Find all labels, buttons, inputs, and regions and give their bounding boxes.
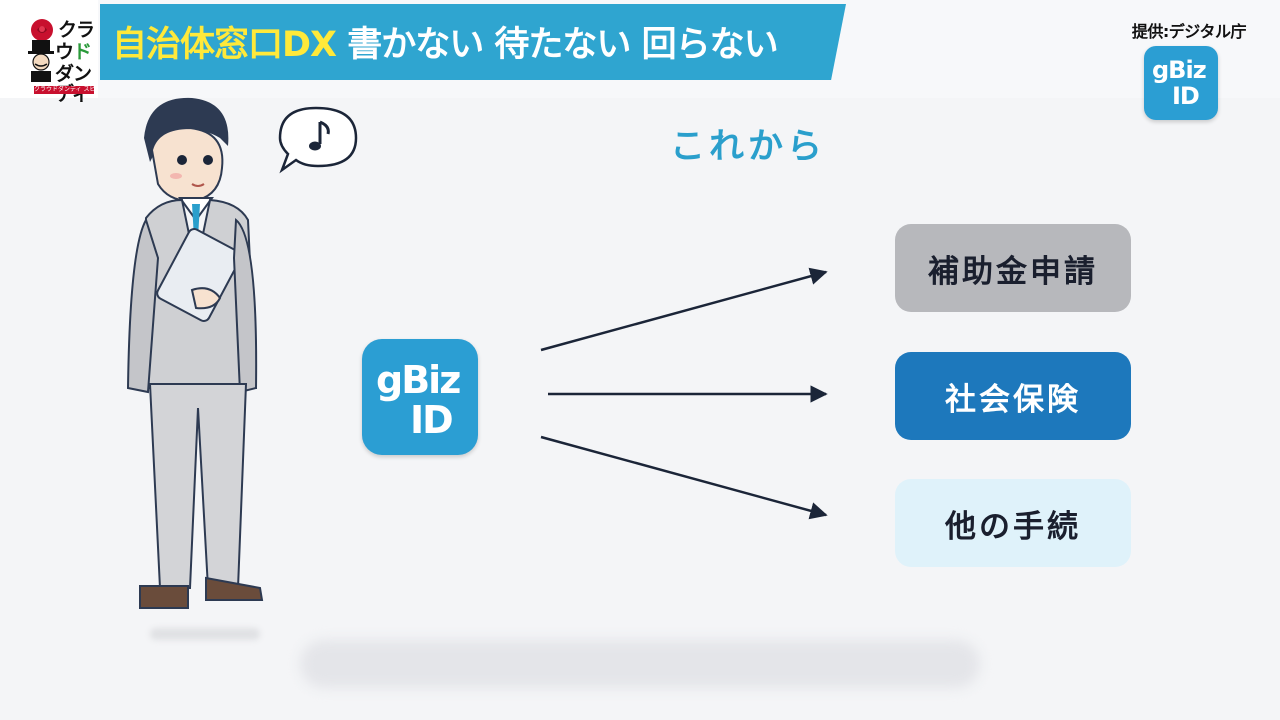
gbiz-id-app-icon: gBiz ID [362,339,478,455]
credit-text: 提供:デジタル庁 [1131,22,1247,41]
service-subsidy-application: 補助金申請 [895,224,1131,312]
logo-text-line2: ウド [55,41,92,63]
arrow-right-icon [540,267,828,352]
rose-icon [31,19,53,41]
title-banner [100,4,846,80]
businessman-illustration [126,97,264,609]
arrow-right-icon [540,435,828,520]
page-title: 自治体窓口DX 書かない 待たない 回らない [112,20,779,70]
speech-bubble [278,106,358,174]
gentleman-icon [28,40,54,82]
title-rest: 書かない 待たない 回らない [336,25,778,65]
service-other-procedures: 他の手続 [895,479,1131,567]
blurred-caption [300,640,980,688]
channel-logo: クラ ウド ダンディ クラウドダンディ スピンオフ [0,0,98,104]
logo-strip: クラウドダンディ スピンオフ [34,86,94,94]
title-highlight: 自治体窓口DX [112,25,337,65]
logo-text-line1: クラ [58,19,95,41]
gbiz-id-app-icon: gBiz ID [1144,46,1218,120]
floor-shadow [150,628,260,640]
music-note-icon [309,120,330,151]
service-social-insurance: 社会保険 [895,352,1131,440]
section-heading: これから [670,127,827,167]
